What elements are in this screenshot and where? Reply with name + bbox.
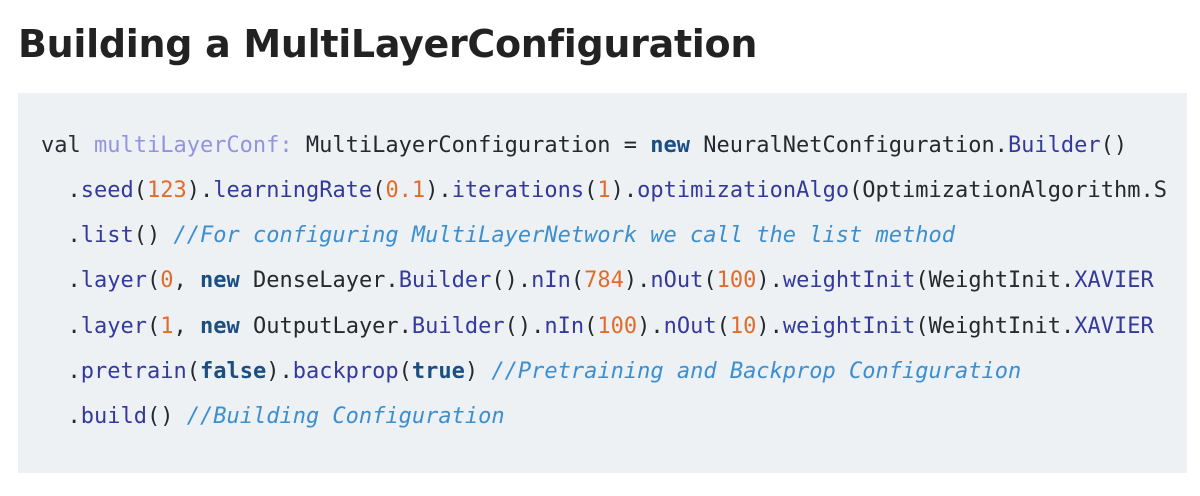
code-block[interactable]: val multiLayerConf: MultiLayerConfigurat… — [18, 93, 1187, 473]
code-token-plain: ( — [703, 268, 717, 293]
code-token-keyword: val — [41, 133, 94, 158]
code-token-method: backprop — [292, 359, 399, 384]
code-token-plain: ( — [584, 178, 598, 203]
code-token-method: layer — [80, 314, 147, 339]
code-token-plain: ( — [398, 359, 412, 384]
code-token-plain: ). — [186, 178, 214, 203]
code-token-number: 100 — [716, 268, 757, 293]
code-token-plain: ). — [425, 178, 452, 203]
code-token-method: nOut — [650, 268, 704, 293]
code-token-method: nIn — [544, 314, 585, 339]
code-token-comment: //For configuring MultiLayerNetwork we c… — [173, 223, 955, 248]
code-token-plain: ( — [146, 268, 161, 293]
code-token-method: seed — [80, 178, 134, 203]
code-token-plain: . — [41, 404, 81, 429]
code-token-plain: ( — [146, 314, 161, 339]
code-token-number: 100 — [597, 314, 638, 339]
code-token-method: Builder — [411, 314, 505, 339]
code-token-plain: ( — [186, 359, 200, 384]
code-token-plain: . — [41, 178, 81, 203]
code-token-comment: //Pretraining and Backprop Configuration — [491, 359, 1022, 384]
code-token-bold: new — [199, 268, 240, 293]
code-line: .seed(123).learningRate(0.1).iterations(… — [41, 174, 1167, 208]
section-heading: Building a MultiLayerConfiguration — [18, 22, 758, 66]
code-token-plain: , — [173, 314, 200, 339]
code-token-comment: //Building Configuration — [186, 404, 505, 429]
code-token-number: 784 — [584, 268, 624, 293]
code-token-plain: ) — [464, 359, 492, 384]
code-line: .layer(1, new OutputLayer.Builder().nIn(… — [41, 310, 1154, 344]
code-token-plain: ( — [372, 178, 386, 203]
code-token-method: XAVIER — [1074, 314, 1154, 339]
code-token-number: 0 — [160, 268, 174, 293]
code-token-method: weightInit — [782, 314, 916, 339]
code-token-plain: () — [146, 404, 187, 429]
code-token-plain: ( — [133, 178, 147, 203]
code-token-bold: false — [199, 359, 267, 384]
code-token-plain: ( — [570, 268, 585, 293]
code-token-plain: ). — [637, 314, 664, 339]
code-token-method: list — [80, 223, 134, 248]
code-token-plain: ). — [756, 268, 783, 293]
code-line: .list() //For configuring MultiLayerNetw… — [41, 219, 955, 253]
code-token-number: 1 — [597, 178, 611, 203]
code-token-method: learningRate — [213, 178, 373, 203]
code-token-bold: true — [411, 359, 465, 384]
code-token-number: 0.1 — [385, 178, 426, 203]
code-token-plain: DenseLayer. — [239, 268, 399, 293]
code-token-method: pretrain — [80, 359, 187, 384]
code-token-method: weightInit — [782, 268, 916, 293]
code-line: .layer(0, new DenseLayer.Builder().nIn(7… — [41, 264, 1154, 298]
code-token-method: nIn — [531, 268, 571, 293]
code-token-number: 10 — [729, 314, 757, 339]
code-token-plain: () — [1100, 133, 1128, 158]
code-token-plain: . — [41, 223, 81, 248]
code-token-param: multiLayerConf: — [93, 133, 293, 158]
code-token-method: Builder — [398, 268, 492, 293]
code-token-plain: NeuralNetConfiguration. — [690, 133, 1008, 158]
code-token-method: build — [80, 404, 147, 429]
code-token-plain: (). — [504, 314, 545, 339]
code-token-plain: . — [41, 314, 81, 339]
code-token-bold: new — [199, 314, 240, 339]
code-token-plain: ). — [266, 359, 293, 384]
code-token-method: iterations — [451, 178, 585, 203]
code-token-method: Builder — [1007, 133, 1101, 158]
code-token-plain: ). — [610, 178, 638, 203]
code-token-plain: OutputLayer. — [239, 314, 412, 339]
code-token-plain: (WeightInit. — [915, 314, 1075, 339]
code-token-plain: (). — [491, 268, 532, 293]
code-token-method: XAVIER — [1074, 268, 1154, 293]
code-token-plain: ( — [584, 314, 598, 339]
code-token-method: layer — [80, 268, 147, 293]
code-token-plain: (OptimizationAlgorithm.S — [849, 178, 1167, 203]
code-token-plain: (WeightInit. — [915, 268, 1075, 293]
code-token-plain: , — [173, 268, 200, 293]
code-token-plain: ). — [756, 314, 783, 339]
code-token-number: 123 — [146, 178, 187, 203]
code-token-plain: . — [41, 359, 81, 384]
code-line: .build() //Building Configuration — [41, 400, 505, 434]
code-token-number: 1 — [160, 314, 174, 339]
code-token-method: optimizationAlgo — [637, 178, 850, 203]
code-line: .pretrain(false).backprop(true) //Pretra… — [41, 355, 1021, 389]
code-line: val multiLayerConf: MultiLayerConfigurat… — [41, 129, 1127, 163]
code-token-plain: ). — [623, 268, 651, 293]
code-token-method: nOut — [663, 314, 717, 339]
code-token-plain: MultiLayerConfiguration = — [292, 133, 651, 158]
code-token-plain: . — [41, 268, 81, 293]
code-token-plain: ( — [716, 314, 730, 339]
code-token-bold: new — [650, 133, 691, 158]
code-token-plain: () — [133, 223, 174, 248]
